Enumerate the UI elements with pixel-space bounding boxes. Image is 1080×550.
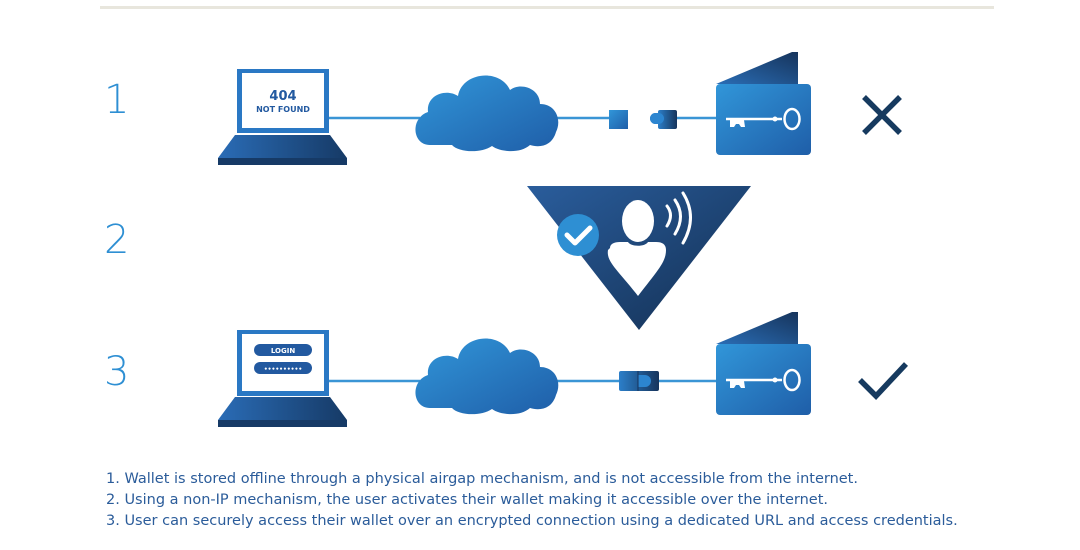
row-2 xyxy=(527,186,751,330)
connected-plug-icon xyxy=(619,371,659,391)
user-voice-icon xyxy=(607,191,692,296)
error-code: 404 xyxy=(269,89,296,104)
step-number-2: 2 xyxy=(104,217,130,263)
x-icon xyxy=(862,95,902,135)
notes-list: 1. Wallet is stored offline through a ph… xyxy=(106,469,958,532)
check-icon xyxy=(858,362,909,400)
note-1: 1. Wallet is stored offline through a ph… xyxy=(106,471,858,487)
laptop-icon: LOGIN •••••••••• xyxy=(218,330,347,427)
check-badge-icon xyxy=(557,214,599,256)
top-divider xyxy=(100,6,994,9)
wallet-key-icon xyxy=(716,52,811,155)
wallet-key-icon xyxy=(716,312,811,415)
error-message: NOT FOUND xyxy=(256,105,310,114)
step-number-1: 1 xyxy=(104,77,130,123)
cloud-icon xyxy=(415,338,559,415)
note-2: 2. Using a non-IP mechanism, the user ac… xyxy=(106,492,829,508)
laptop-icon: 404 NOT FOUND xyxy=(218,69,347,165)
cloud-icon xyxy=(415,75,559,152)
svg-text:••••••••••: •••••••••• xyxy=(264,366,302,373)
disconnected-plug-left-icon xyxy=(609,110,628,129)
note-3: 3. User can securely access their wallet… xyxy=(106,513,958,529)
step-number-3: 3 xyxy=(104,349,130,395)
row-3: LOGIN •••••••••• xyxy=(218,312,909,427)
svg-text:LOGIN: LOGIN xyxy=(271,347,296,355)
password-field: •••••••••• xyxy=(254,362,312,374)
login-button: LOGIN xyxy=(254,344,312,356)
disconnected-plug-right-icon xyxy=(650,110,677,129)
row-1: 404 NOT FOUND xyxy=(218,52,902,165)
